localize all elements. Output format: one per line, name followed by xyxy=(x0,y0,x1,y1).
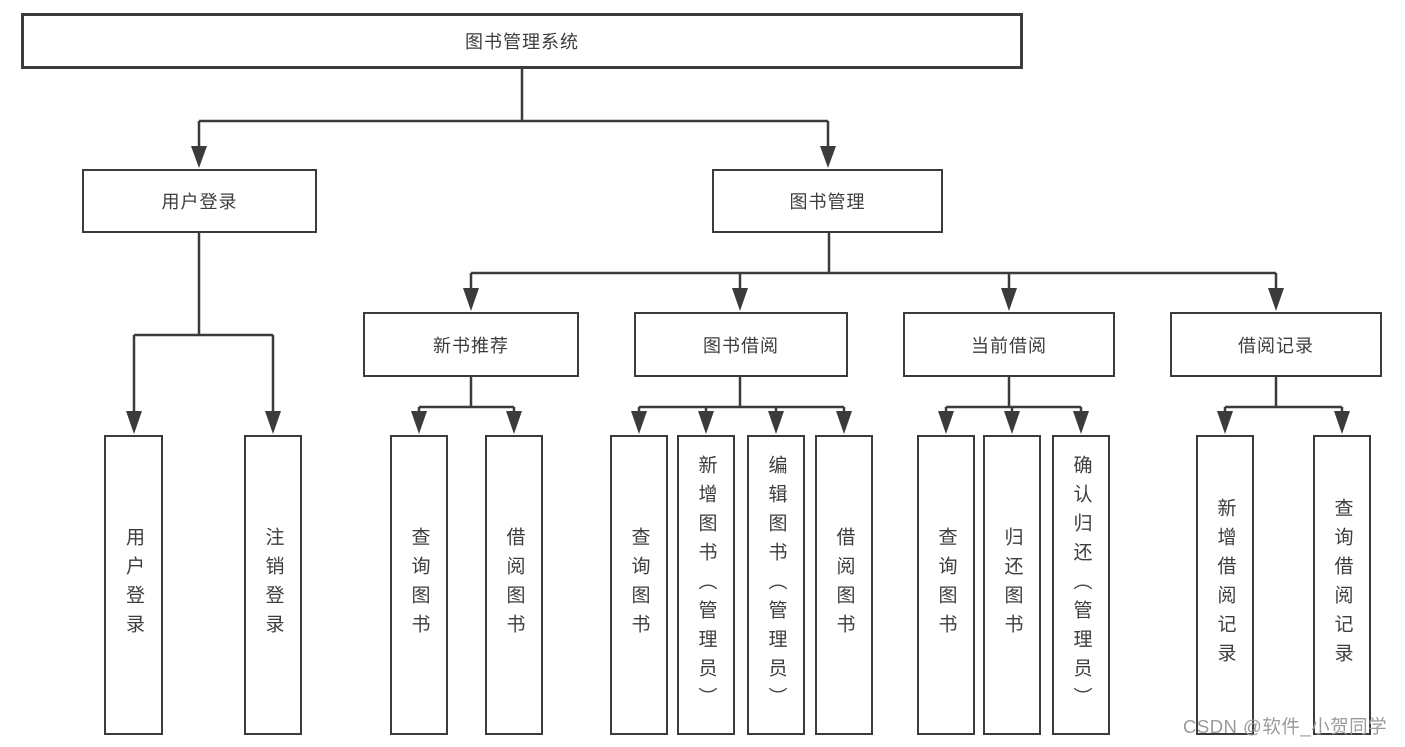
leaf-nbr-query-books-label: 查询图书 xyxy=(408,527,430,643)
leaf-cb-return-books: 归还图书 xyxy=(983,435,1041,735)
leaf-nbr-borrow-books: 借阅图书 xyxy=(485,435,543,735)
leaf-user-login: 用户登录 xyxy=(104,435,163,735)
leaf-bb-query-books: 查询图书 xyxy=(610,435,668,735)
node-borrow-records-label: 借阅记录 xyxy=(1238,335,1314,356)
leaf-cb-query-books-label: 查询图书 xyxy=(935,527,957,643)
leaf-br-query-record: 查询借阅记录 xyxy=(1313,435,1371,735)
csdn-watermark: CSDN @软件_小贺同学 xyxy=(1183,716,1388,737)
node-new-book-rec-label: 新书推荐 xyxy=(433,335,509,356)
leaf-nbr-query-books: 查询图书 xyxy=(390,435,448,735)
leaf-nbr-borrow-books-label: 借阅图书 xyxy=(503,527,525,643)
node-user-login-branch-label: 用户登录 xyxy=(161,192,238,212)
leaf-cb-query-books: 查询图书 xyxy=(917,435,975,735)
leaf-logout: 注销登录 xyxy=(244,435,302,735)
node-new-book-rec: 新书推荐 xyxy=(363,312,579,377)
node-root: 图书管理系统 xyxy=(21,13,1023,69)
node-borrow-records: 借阅记录 xyxy=(1170,312,1382,377)
node-user-login-branch: 用户登录 xyxy=(82,169,317,233)
node-current-borrow-label: 当前借阅 xyxy=(971,335,1047,356)
leaf-logout-label: 注销登录 xyxy=(262,527,284,643)
leaf-cb-confirm-return-admin-label: 确认归还（管理员） xyxy=(1070,454,1092,716)
leaf-br-add-record-label: 新增借阅记录 xyxy=(1214,498,1236,672)
leaf-br-add-record: 新增借阅记录 xyxy=(1196,435,1254,735)
leaf-bb-edit-books-admin-label: 编辑图书（管理员） xyxy=(765,454,787,716)
node-root-label: 图书管理系统 xyxy=(465,32,579,52)
leaf-bb-edit-books-admin: 编辑图书（管理员） xyxy=(747,435,805,735)
leaf-cb-return-books-label: 归还图书 xyxy=(1001,527,1023,643)
leaf-bb-borrow-books-label: 借阅图书 xyxy=(833,527,855,643)
node-book-mgmt-branch: 图书管理 xyxy=(712,169,943,233)
node-book-borrow-label: 图书借阅 xyxy=(703,335,779,356)
node-book-borrow: 图书借阅 xyxy=(634,312,848,377)
leaf-bb-add-books-admin-label: 新增图书（管理员） xyxy=(695,454,717,716)
node-current-borrow: 当前借阅 xyxy=(903,312,1115,377)
leaf-user-login-label: 用户登录 xyxy=(123,527,144,643)
leaf-cb-confirm-return-admin: 确认归还（管理员） xyxy=(1052,435,1110,735)
node-book-mgmt-branch-label: 图书管理 xyxy=(789,192,866,212)
leaf-bb-query-books-label: 查询图书 xyxy=(628,527,650,643)
leaf-bb-borrow-books: 借阅图书 xyxy=(815,435,873,735)
leaf-br-query-record-label: 查询借阅记录 xyxy=(1331,498,1353,672)
leaf-bb-add-books-admin: 新增图书（管理员） xyxy=(677,435,735,735)
